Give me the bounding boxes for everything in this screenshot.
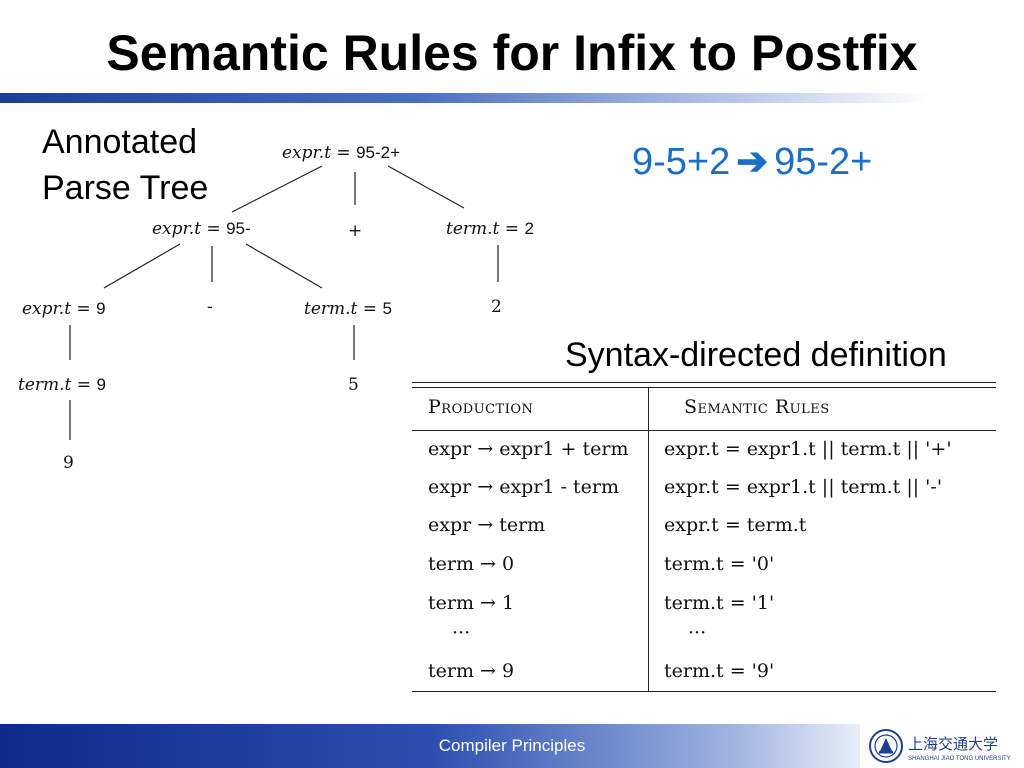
table-rule — [412, 387, 996, 388]
title-underline-bar — [0, 93, 930, 103]
tree-label-line2: Parse Tree — [42, 169, 209, 207]
production-cell: term → 1 — [428, 592, 515, 614]
header-production: Production — [428, 396, 534, 418]
rule-cell: term.t = '0' — [664, 553, 775, 575]
footer-course-name: Compiler Principles — [438, 736, 586, 755]
tree-label-line1: Annotated — [42, 123, 198, 161]
tree-node-root: expr.t = 95-2+ — [282, 143, 400, 163]
table-rule — [412, 382, 996, 383]
sdd-table: Production Semantic Rules expr → expr1 +… — [412, 382, 996, 694]
production-cell: term → 9 — [428, 660, 515, 682]
table-rule — [412, 691, 996, 692]
footer-bar — [0, 724, 860, 768]
tree-node-term-9: term.t = 9 — [18, 375, 106, 395]
tree-edge — [387, 165, 465, 209]
rule-cell: term.t = '1' — [664, 592, 775, 614]
production-cell: expr → expr1 - term — [428, 476, 619, 498]
tree-node-expr: expr.t = 95- — [152, 219, 251, 239]
logo-text-cn: 上海交通大学 — [908, 735, 998, 753]
tree-edge — [245, 243, 323, 289]
tree-edge — [103, 243, 181, 289]
tree-node-term: term.t = 2 — [446, 219, 534, 239]
rule-cell: expr.t = expr1.t || term.t || '+' — [664, 438, 952, 460]
tree-node-term-5: term.t = 5 — [304, 299, 392, 319]
sjtu-emblem-icon — [869, 729, 903, 763]
infix-expression: 9-5+2 — [632, 141, 731, 183]
rule-cell: term.t = '9' — [664, 660, 775, 682]
conversion-example: 9-5+2➔95-2+ — [632, 140, 872, 184]
tree-leaf-2: 2 — [491, 297, 502, 317]
production-cell: expr → term — [428, 514, 546, 536]
rule-cell: expr.t = expr1.t || term.t || '-' — [664, 476, 943, 498]
tree-edges — [69, 165, 499, 440]
tree-leaf-9: 9 — [63, 453, 74, 473]
postfix-expression: 95-2+ — [774, 141, 873, 183]
tree-node-minus: - — [207, 297, 213, 317]
header-semantic-rules: Semantic Rules — [684, 396, 830, 418]
slide-title: Semantic Rules for Infix to Postfix — [106, 25, 918, 81]
rule-ellipsis: ··· — [688, 622, 707, 644]
tree-node-plus: + — [348, 221, 362, 241]
tree-leaf-5: 5 — [348, 375, 359, 395]
right-arrow-icon: ➔ — [736, 141, 769, 183]
table-rule — [412, 430, 996, 431]
rule-cell: expr.t = term.t — [664, 514, 807, 536]
sdd-title: Syntax-directed definition — [565, 336, 947, 374]
production-ellipsis: ··· — [452, 622, 471, 644]
production-cell: term → 0 — [428, 553, 515, 575]
tree-edge — [231, 165, 323, 213]
tree-node-expr-9: expr.t = 9 — [22, 299, 106, 319]
university-logo: 上海交通大学 SHANGHAI JIAO TONG UNIVERSITY — [869, 729, 1011, 763]
production-cell: expr → expr1 + term — [428, 438, 629, 460]
logo-text-en: SHANGHAI JIAO TONG UNIVERSITY — [908, 756, 1011, 762]
table-column-divider — [648, 388, 649, 691]
